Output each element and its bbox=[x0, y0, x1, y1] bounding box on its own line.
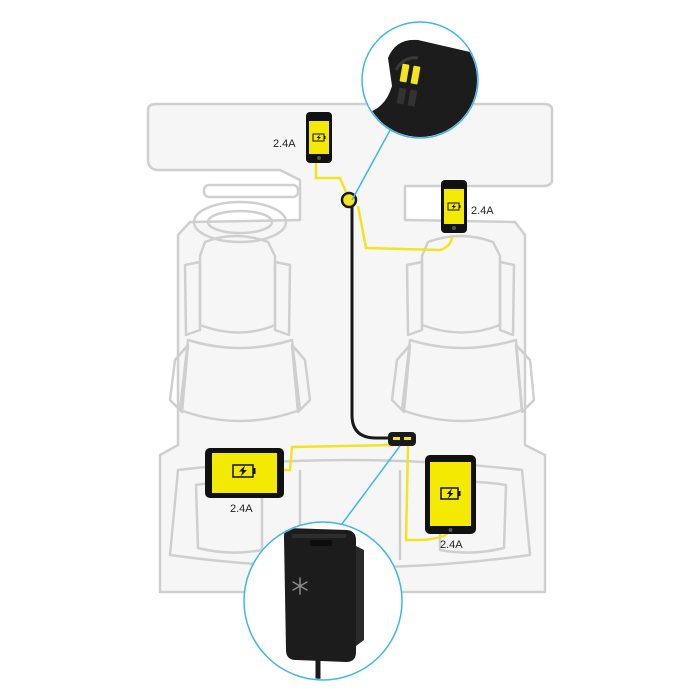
rear-tablet-portrait-amperage-label: 2.4A bbox=[440, 539, 463, 551]
driver-seat bbox=[168, 234, 312, 423]
rear-charger-device bbox=[284, 528, 364, 679]
battery-charging-icon bbox=[440, 487, 461, 500]
rear-charging-hub bbox=[388, 432, 416, 446]
rear-tablet-landscape-amperage-label: 2.4A bbox=[230, 503, 253, 515]
steering-wheel bbox=[192, 183, 300, 244]
rear-tablet-landscape bbox=[205, 448, 284, 498]
car-body-outline bbox=[146, 102, 554, 594]
rear-charger-callout bbox=[243, 521, 403, 681]
cable-to-passenger-phone bbox=[356, 205, 454, 252]
car-interior bbox=[146, 102, 554, 594]
front-phone bbox=[306, 112, 332, 163]
rear-tablet-portrait bbox=[425, 455, 476, 534]
cable-to-front-phone bbox=[314, 162, 348, 193]
front-charger-socket bbox=[340, 191, 358, 209]
passenger-phone bbox=[441, 180, 467, 233]
front-charger-callout bbox=[361, 21, 479, 139]
cables bbox=[284, 162, 454, 542]
battery-charging-icon bbox=[232, 464, 256, 478]
snowflake-logo-icon bbox=[292, 577, 308, 595]
battery-charging-icon bbox=[312, 133, 326, 142]
passenger-phone-amperage-label: 2.4A bbox=[471, 205, 494, 217]
cable-to-rear-tablet-landscape bbox=[284, 443, 397, 472]
main-power-cable bbox=[350, 200, 392, 440]
battery-charging-icon bbox=[447, 202, 461, 211]
front-phone-amperage-label: 2.4A bbox=[273, 138, 296, 150]
